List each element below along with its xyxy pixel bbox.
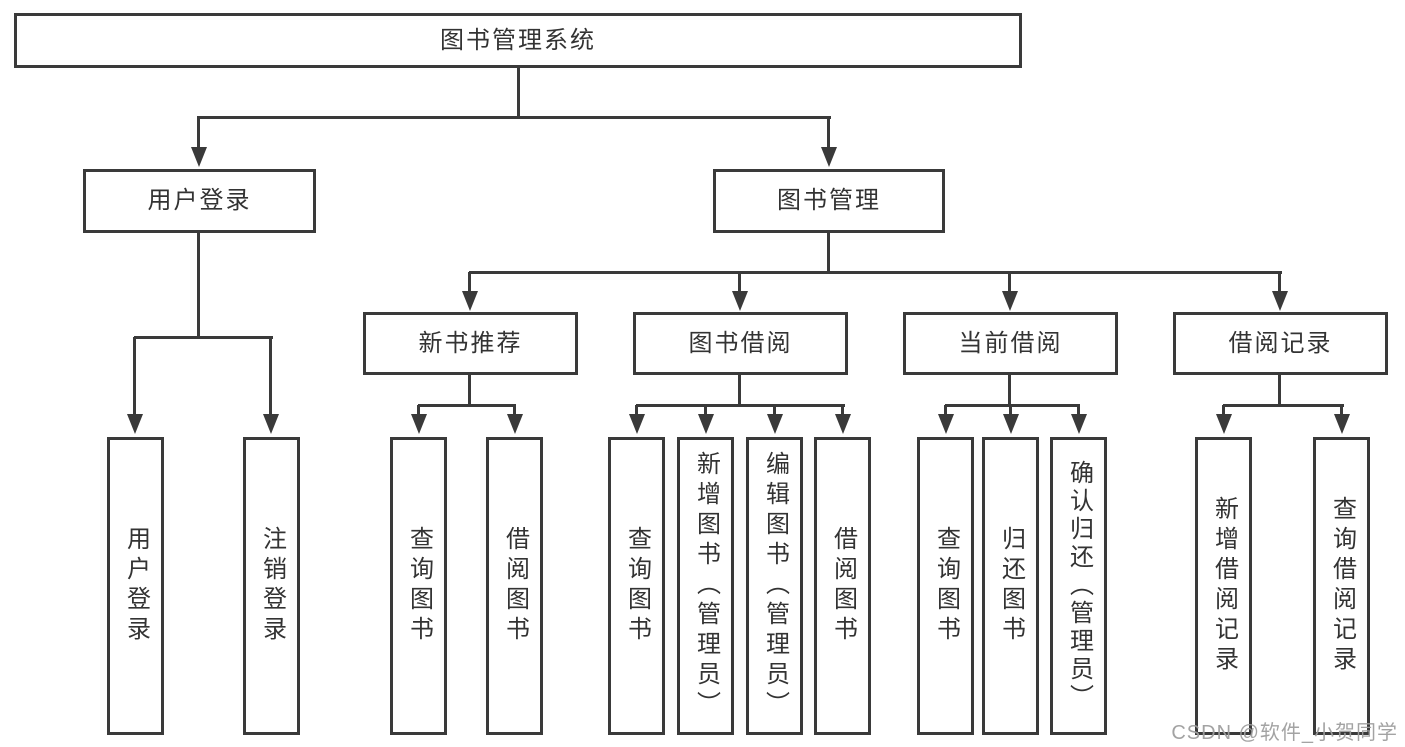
connector-line [1278,374,1281,407]
connector-line [133,337,136,415]
connector-line [468,374,471,407]
node-book-borrow: 图书借阅 [633,312,848,375]
connector-line [1340,405,1343,417]
node-label: 图书借阅 [688,329,793,357]
arrow-down-icon [1071,414,1087,434]
node-label: 用户登录 [122,526,150,646]
connector-line [513,405,516,417]
node-label: 当前借阅 [958,329,1063,357]
connector-line [704,405,707,417]
node-label: 图书管理系统 [440,26,596,54]
node-label: 新增借阅记录 [1210,496,1238,676]
node-leaf-add-book-admin: 新增图书（管理员） [677,437,734,735]
node-label: 确认归还（管理员） [1065,460,1093,712]
arrow-down-icon [1216,414,1232,434]
connector-line [517,67,520,118]
node-leaf-user-login: 用户登录 [107,437,164,735]
node-leaf-logout: 注销登录 [243,437,300,735]
node-label: 借阅图书 [501,526,529,646]
node-book-management: 图书管理 [713,169,945,233]
arrow-down-icon [1272,291,1288,311]
node-label: 查询借阅记录 [1328,496,1356,676]
connector-line [945,404,1080,407]
connector-line [1009,405,1012,417]
node-new-book-recommend: 新书推荐 [363,312,578,375]
arrow-down-icon [821,147,837,167]
connector-line [197,117,200,149]
node-leaf-borrow-books-borrow: 借阅图书 [814,437,871,735]
connector-line [417,405,420,417]
arrow-down-icon [191,147,207,167]
connector-line [269,337,272,415]
node-leaf-return-book: 归还图书 [982,437,1039,735]
arrow-down-icon [127,414,143,434]
connector-line [738,374,741,407]
arrow-down-icon [938,414,954,434]
arrow-down-icon [698,414,714,434]
node-label: 归还图书 [997,526,1025,646]
node-leaf-query-books-current: 查询图书 [917,437,974,735]
node-current-borrow: 当前借阅 [903,312,1118,375]
connector-line [1077,405,1080,417]
connector-line [1223,404,1344,407]
connector-line [827,232,830,274]
node-leaf-query-borrow-record: 查询借阅记录 [1313,437,1370,735]
arrow-down-icon [835,414,851,434]
connector-line [468,272,471,294]
node-leaf-query-books-recommend: 查询图书 [390,437,447,735]
connector-line [134,336,273,339]
node-borrow-records: 借阅记录 [1173,312,1388,375]
arrow-down-icon [629,414,645,434]
arrow-down-icon [1003,414,1019,434]
node-leaf-edit-book-admin: 编辑图书（管理员） [746,437,803,735]
node-leaf-confirm-return-admin: 确认归还（管理员） [1050,437,1107,735]
node-leaf-borrow-books-recommend: 借阅图书 [486,437,543,735]
arrow-down-icon [1334,414,1350,434]
connector-line [773,405,776,417]
node-label: 查询图书 [623,526,651,646]
node-label: 查询图书 [932,526,960,646]
arrow-down-icon [462,291,478,311]
node-label: 查询图书 [405,526,433,646]
connector-line [636,404,845,407]
connector-line [1008,272,1011,294]
arrow-down-icon [507,414,523,434]
connector-line [197,232,200,339]
node-label: 图书管理 [777,187,881,214]
arrow-down-icon [411,414,427,434]
connector-line [635,405,638,417]
connector-line [841,405,844,417]
node-label: 新增图书（管理员） [692,451,720,721]
connector-line [1278,272,1281,294]
arrow-down-icon [767,414,783,434]
node-label: 编辑图书（管理员） [761,451,789,721]
connector-line [1222,405,1225,417]
node-root-library-system: 图书管理系统 [14,13,1022,68]
node-user-login: 用户登录 [83,169,316,233]
node-leaf-query-books-borrow: 查询图书 [608,437,665,735]
node-label: 新书推荐 [418,329,523,357]
node-label: 借阅图书 [829,526,857,646]
csdn-watermark: CSDN @软件_小贺同学 [1171,722,1398,744]
connector-line [827,117,830,149]
arrow-down-icon [263,414,279,434]
node-leaf-add-borrow-record: 新增借阅记录 [1195,437,1252,735]
connector-line [738,272,741,294]
connector-line [197,116,831,119]
node-label: 注销登录 [258,526,286,646]
node-label: 借阅记录 [1228,329,1333,357]
connector-line [1008,374,1011,407]
arrow-down-icon [1002,291,1018,311]
connector-line [944,405,947,417]
connector-line [469,271,1282,274]
connector-line [418,404,516,407]
arrow-down-icon [732,291,748,311]
node-label: 用户登录 [147,187,252,214]
